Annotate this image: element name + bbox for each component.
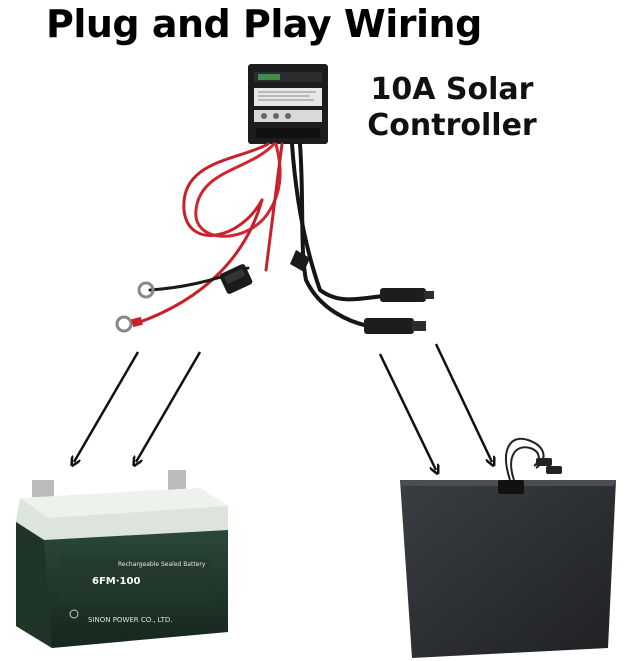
battery-indicator-icon: [261, 113, 267, 119]
battery-heading: Rechargeable Sealed Battery: [118, 561, 206, 568]
solar-controller: [248, 64, 328, 144]
arrows: [74, 343, 492, 470]
brand-logo-icon: [258, 74, 280, 80]
arrow-to-battery-left: [74, 351, 140, 462]
ring-terminal-negative: [137, 281, 155, 299]
controller-label: 10A Solar Controller: [352, 72, 552, 144]
inline-fuse-icon: [219, 264, 253, 294]
solar-panel: [400, 437, 616, 658]
junction-box-icon: [498, 480, 524, 494]
panel-indicator-icon: [273, 113, 279, 119]
arrow-to-battery-right: [136, 351, 202, 462]
mc4-connector-male: [380, 288, 434, 302]
arrow-to-panel-right: [434, 343, 492, 462]
page-title: Plug and Play Wiring: [46, 2, 482, 46]
panel-cables: [290, 142, 386, 328]
ring-terminal-positive: [115, 315, 143, 333]
battery-model: 6FM·100: [92, 576, 140, 587]
mc4-connector-female: [364, 318, 426, 334]
battery: Rechargeable Sealed Battery 6FM·100 SINO…: [16, 470, 228, 648]
controller-label-line2: Controller: [367, 108, 537, 143]
controller-label-line1: 10A Solar: [370, 72, 534, 107]
battery-maker: SINON POWER CO., LTD.: [88, 616, 173, 624]
battery-cables: [138, 142, 284, 324]
arrow-to-panel-left: [378, 353, 436, 470]
load-indicator-icon: [285, 113, 291, 119]
recycle-icon: [69, 609, 79, 619]
